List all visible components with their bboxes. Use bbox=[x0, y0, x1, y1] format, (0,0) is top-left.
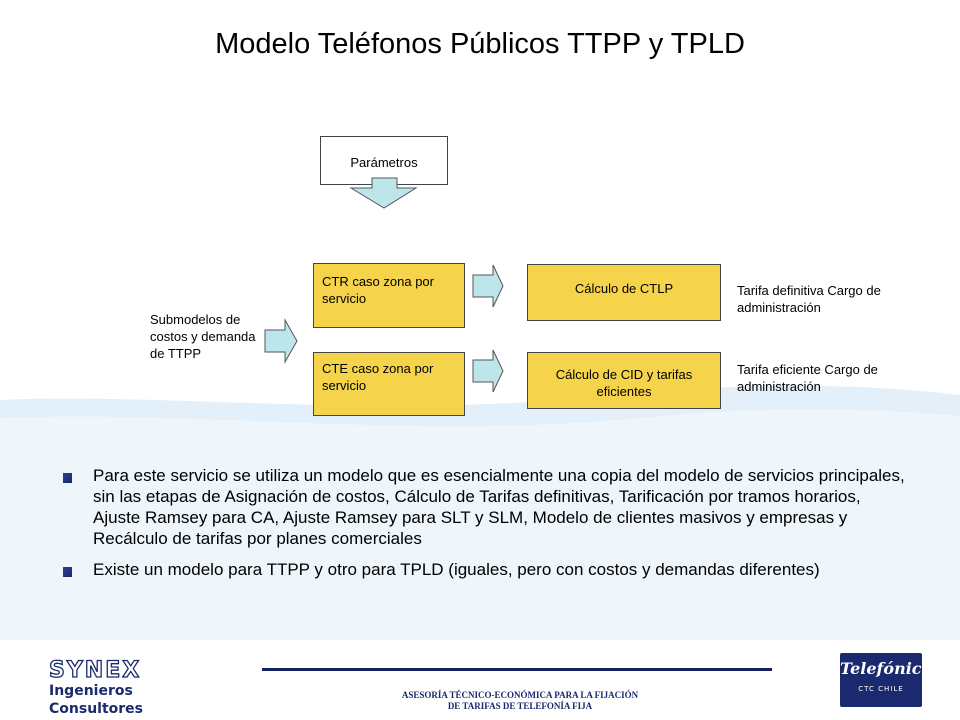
bullet-square-icon bbox=[63, 473, 72, 483]
bullet-square-icon bbox=[63, 567, 72, 577]
tarifa-definitiva-label: Tarifa definitiva Cargo de administració… bbox=[737, 283, 881, 315]
ctr-label: CTR caso zona por servicio bbox=[322, 274, 434, 306]
cid-box: Cálculo de CID y tarifas eficientes bbox=[527, 352, 721, 409]
tarifa-eficiente-label: Tarifa eficiente Cargo de administración bbox=[737, 362, 878, 394]
bullet-list: Para este servicio se utiliza un modelo … bbox=[60, 465, 910, 590]
telefonica-logo: Telefónica CTC CHILE bbox=[840, 653, 932, 707]
bullet-item: Existe un modelo para TTPP y otro para T… bbox=[60, 559, 910, 580]
bullet-text: Para este servicio se utiliza un modelo … bbox=[93, 466, 905, 548]
cid-label: Cálculo de CID y tarifas eficientes bbox=[555, 366, 693, 399]
bullet-text: Existe un modelo para TTPP y otro para T… bbox=[93, 560, 820, 579]
ctlp-box: Cálculo de CTLP bbox=[527, 264, 721, 321]
bullet-item: Para este servicio se utiliza un modelo … bbox=[60, 465, 910, 549]
footer-caption-line1: ASESORÍA TÉCNICO-ECONÓMICA PARA LA FIJAC… bbox=[401, 690, 639, 700]
cte-box: CTE caso zona por servicio bbox=[313, 352, 465, 416]
synex-logo: SYNEX Ingenieros Consultores bbox=[48, 658, 189, 718]
submodelos-label: Submodelos de costos y demanda de TTPP bbox=[150, 312, 256, 361]
footer-caption: ASESORÍA TÉCNICO-ECONÓMICA PARA LA FIJAC… bbox=[330, 690, 710, 712]
telefonica-logo-sub: CTC CHILE bbox=[858, 685, 904, 693]
arrow-submodelos-icon bbox=[264, 318, 298, 364]
ctlp-label: Cálculo de CTLP bbox=[574, 281, 674, 296]
footer-divider bbox=[262, 668, 772, 671]
parametros-box: Parámetros bbox=[320, 136, 448, 185]
arrow-ctr-icon bbox=[472, 264, 504, 308]
parametros-label: Parámetros bbox=[350, 155, 418, 170]
ctr-box: CTR caso zona por servicio bbox=[313, 263, 465, 328]
telefonica-logo-word: Telefónica bbox=[840, 659, 932, 678]
down-arrow-icon bbox=[349, 177, 418, 209]
cte-label: CTE caso zona por servicio bbox=[322, 361, 434, 393]
synex-logo-word: SYNEX bbox=[48, 658, 142, 683]
slide-title: Modelo Teléfonos Públicos TTPP y TPLD bbox=[215, 28, 745, 60]
synex-logo-sub: Ingenieros Consultores bbox=[49, 683, 144, 717]
arrow-cte-icon bbox=[472, 349, 504, 393]
footer-caption-line2: DE TARIFAS DE TELEFONÍA FIJA bbox=[447, 701, 593, 711]
